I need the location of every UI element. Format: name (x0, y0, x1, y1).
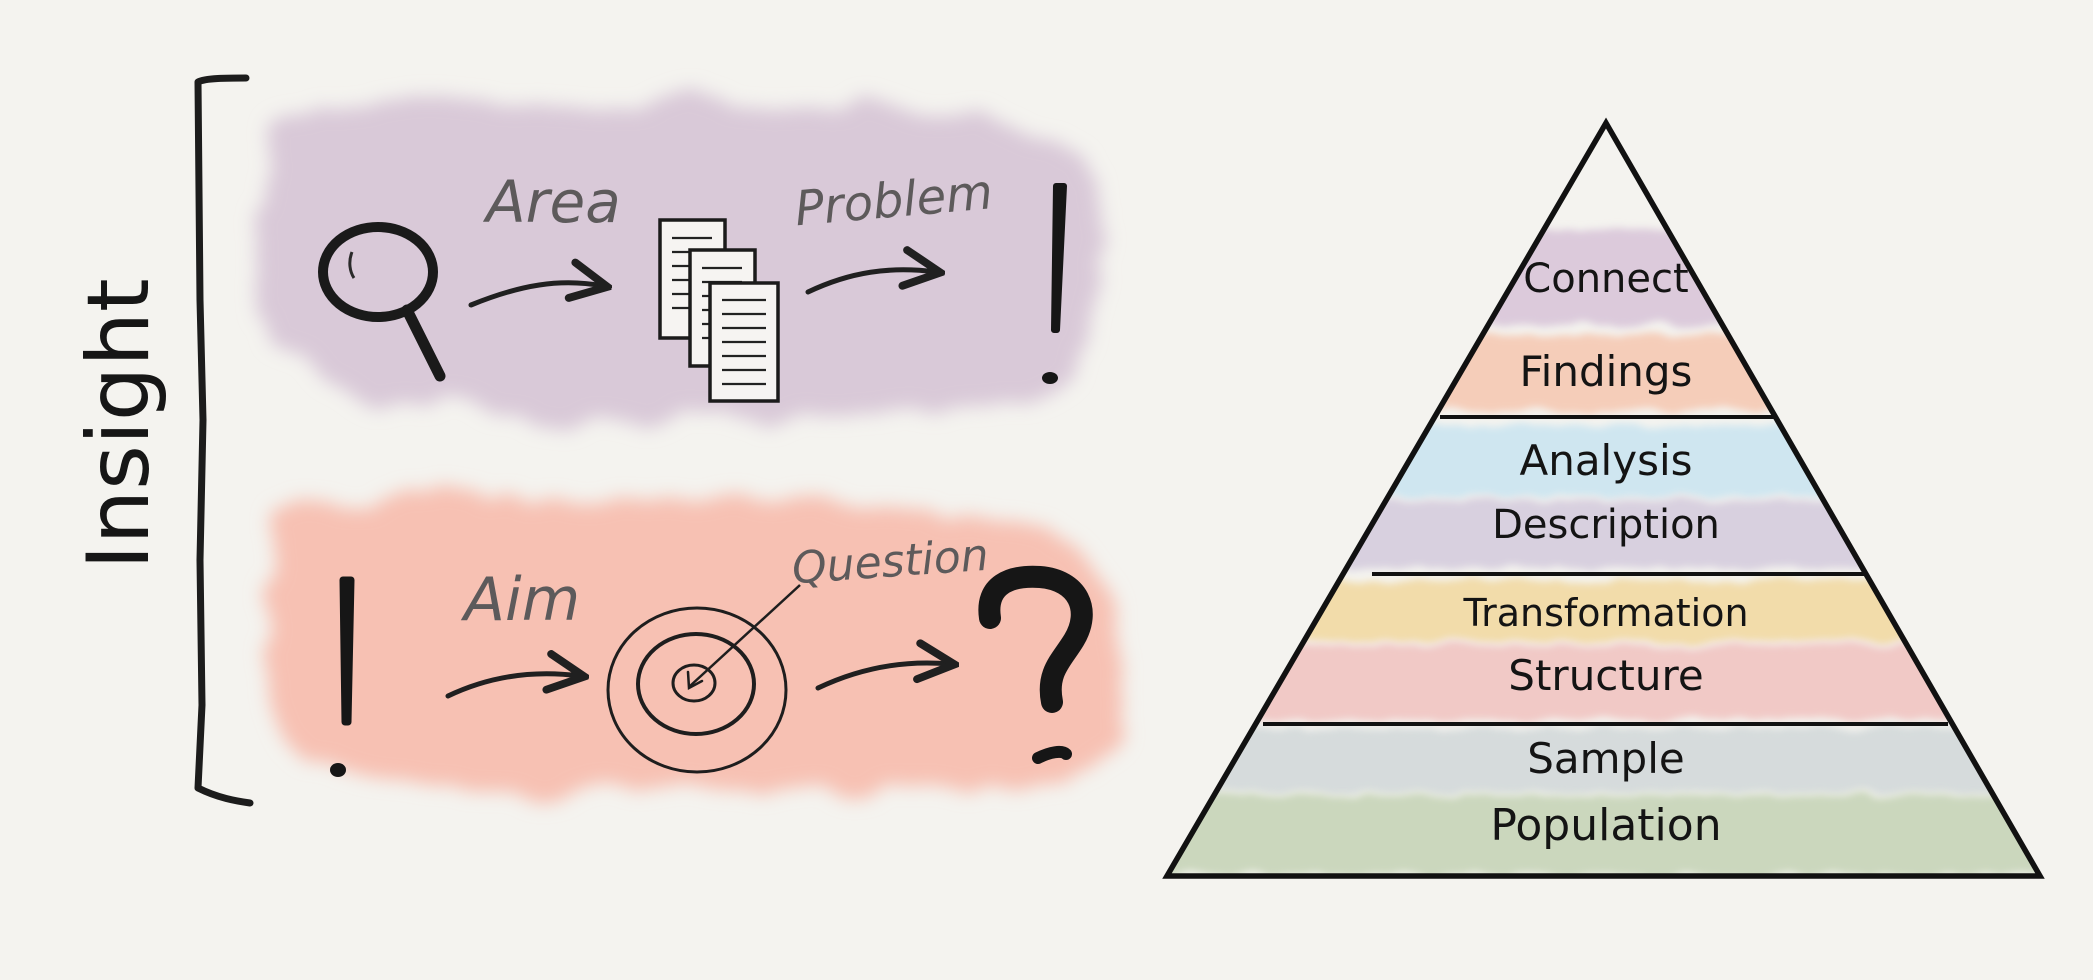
question-mark-icon (978, 565, 1093, 764)
aim-label: Aim (460, 565, 580, 635)
insight-bracket (194, 74, 254, 807)
pyramid-outline (1162, 117, 2045, 879)
exclamation-icon-2 (330, 576, 355, 777)
insight-label: Insight (69, 278, 169, 569)
question-arrow (815, 663, 950, 691)
bottom-flow: Aim Question (264, 493, 1127, 797)
insight-group: Insight (69, 74, 254, 807)
aim-arrow (445, 674, 580, 699)
top-flow: Area Problem (256, 97, 1102, 422)
bottom-wash (264, 493, 1127, 797)
area-label: Area (482, 168, 621, 236)
pyramid-label-transformation: Transformation (1462, 591, 1748, 635)
exclamation-icon (1042, 183, 1067, 384)
documents-icon (658, 218, 780, 403)
pyramid-label-findings: Findings (1520, 347, 1693, 396)
pyramid-label-sample: Sample (1527, 734, 1684, 783)
pyramid-label-population: Population (1490, 800, 1721, 851)
area-arrow (468, 283, 603, 308)
pyramid-band-structure (1167, 645, 2040, 720)
pyramid: ConnectFindingsAnalysisDescriptionTransf… (1162, 117, 2045, 879)
pyramid-label-structure: Structure (1508, 651, 1703, 700)
pyramid-label-connect: Connect (1523, 256, 1688, 302)
problem-arrow (805, 270, 936, 295)
magnifier-icon (318, 222, 446, 382)
pyramid-band-population (1167, 795, 2040, 875)
pyramid-label-analysis: Analysis (1519, 436, 1692, 485)
pyramid-label-description: Description (1492, 502, 1720, 548)
pyramid-band-sample (1167, 728, 2040, 793)
target-icon (606, 584, 801, 774)
